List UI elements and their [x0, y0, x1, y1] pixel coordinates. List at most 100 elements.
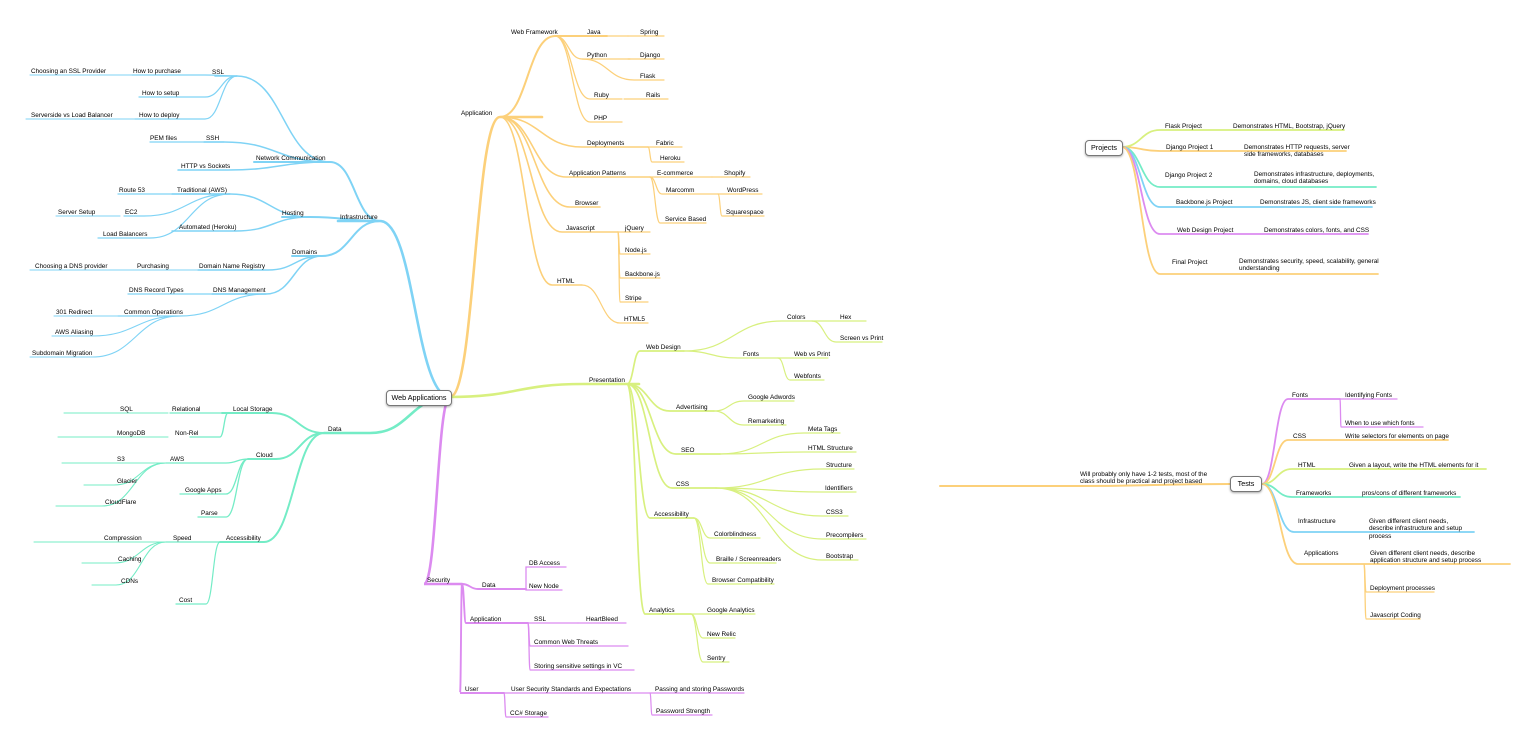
glacier-node[interactable]: Glacier [117, 478, 138, 485]
server-setup-node[interactable]: Server Setup [58, 209, 96, 216]
flask-node[interactable]: Flask [640, 73, 656, 80]
javascript-coding-node[interactable]: Javascript Coding [1370, 612, 1421, 619]
passing-passwords-node[interactable]: Passing and storing Passwords [655, 686, 745, 693]
user-node[interactable]: User [465, 686, 479, 693]
project-name[interactable]: Final Project [1172, 259, 1208, 266]
remarketing-node[interactable]: Remarketing [748, 418, 785, 425]
meta-tags-node[interactable]: Meta Tags [808, 426, 838, 433]
choosing-dns-provider-node[interactable]: Choosing a DNS provider [35, 263, 108, 270]
accessibility-pres-node[interactable]: Accessibility [654, 511, 689, 518]
dns-record-types-node[interactable]: DNS Record Types [129, 287, 184, 294]
presentation-node[interactable]: Presentation [589, 377, 625, 384]
security-node[interactable]: Security [427, 577, 451, 584]
relational-node[interactable]: Relational [172, 406, 201, 413]
stripe-node[interactable]: Stripe [625, 295, 642, 302]
google-adwords-node[interactable]: Google Adwords [748, 394, 795, 401]
how-to-purchase-node[interactable]: How to purchase [133, 68, 181, 75]
cost-node[interactable]: Cost [179, 597, 193, 604]
heroku-node[interactable]: Heroku [660, 155, 681, 162]
project-name[interactable]: Flask Project [1165, 123, 1202, 130]
user-standards-node[interactable]: User Security Standards and Expectations [511, 686, 632, 693]
fonts-node[interactable]: Fonts [743, 351, 759, 358]
tests-node[interactable]: Tests [1230, 476, 1262, 492]
backbonejs-node[interactable]: Backbone.js [625, 271, 660, 278]
bootstrap-node[interactable]: Bootstrap [826, 553, 854, 560]
screen-vs-print-node[interactable]: Screen vs Print [840, 335, 884, 342]
google-analytics-node[interactable]: Google Analytics [707, 607, 755, 614]
css-node[interactable]: CSS [676, 481, 690, 488]
cc-storage-node[interactable]: CC# Storage [510, 710, 547, 717]
caching-node[interactable]: Caching [118, 556, 142, 563]
choosing-ssl-provider-node[interactable]: Choosing an SSL Provider [31, 68, 107, 75]
jquery-node[interactable]: jQuery [625, 225, 644, 232]
cloud-node[interactable]: Cloud [256, 452, 273, 459]
identifiers-node[interactable]: Identifiers [825, 485, 853, 492]
html-structure-node[interactable]: HTML Structure [808, 445, 853, 452]
new-node-node[interactable]: New Node [529, 583, 559, 590]
web-vs-print-node[interactable]: Web vs Print [794, 351, 831, 358]
domains-node[interactable]: Domains [292, 249, 318, 256]
web-framework-node[interactable]: Web Framework [511, 29, 558, 36]
pem-files-node[interactable]: PEM files [150, 135, 177, 142]
infrastructure-node[interactable]: Infrastructure [340, 214, 378, 221]
when-to-use-fonts-node[interactable]: When to use which fonts [1345, 420, 1415, 427]
web-design-node[interactable]: Web Design [646, 344, 681, 351]
sentry-node[interactable]: Sentry [707, 655, 726, 662]
marcomm-node[interactable]: Marcomm [666, 187, 695, 194]
ecommerce-node[interactable]: E-commerce [657, 170, 694, 177]
browser-node[interactable]: Browser [575, 200, 599, 207]
compression-node[interactable]: Compression [104, 535, 142, 542]
spring-node[interactable]: Spring [640, 29, 659, 36]
dns-management-node[interactable]: DNS Management [213, 287, 266, 294]
project-name[interactable]: Django Project 2 [1165, 172, 1213, 179]
automated-heroku-node[interactable]: Automated (Heroku) [179, 224, 237, 231]
analytics-node[interactable]: Analytics [649, 607, 675, 614]
html5-node[interactable]: HTML5 [624, 316, 645, 323]
project-name[interactable]: Web Design Project [1177, 227, 1234, 234]
identifying-fonts-node[interactable]: Identifying Fonts [1345, 392, 1392, 399]
storing-settings-node[interactable]: Storing sensitive settings in VC [534, 663, 623, 670]
accessibility-data-node[interactable]: Accessibility [226, 535, 261, 542]
speed-node[interactable]: Speed [173, 535, 192, 542]
braille-node[interactable]: Braille / Screenreaders [716, 556, 782, 563]
service-based-node[interactable]: Service Based [665, 216, 707, 223]
tests-frameworks-node[interactable]: Frameworks [1296, 490, 1332, 497]
seo-node[interactable]: SEO [681, 447, 695, 454]
parse-node[interactable]: Parse [201, 510, 218, 517]
http-vs-sockets-node[interactable]: HTTP vs Sockets [181, 163, 231, 170]
network-communication-node[interactable]: Network Communication [256, 155, 326, 162]
local-storage-node[interactable]: Local Storage [233, 406, 273, 413]
project-name[interactable]: Django Project 1 [1166, 144, 1214, 151]
projects-node[interactable]: Projects [1085, 140, 1123, 156]
db-access-node[interactable]: DB Access [529, 560, 560, 567]
traditional-aws-node[interactable]: Traditional (AWS) [177, 187, 227, 194]
tests-html-node[interactable]: HTML [1298, 462, 1316, 469]
new-relic-node[interactable]: New Relic [707, 631, 736, 638]
route53-node[interactable]: Route 53 [119, 187, 145, 194]
heartbleed-node[interactable]: HeartBleed [586, 616, 618, 623]
sql-node[interactable]: SQL [120, 406, 133, 413]
shopify-node[interactable]: Shopify [724, 170, 746, 177]
browser-compat-node[interactable]: Browser Compatibility [712, 577, 774, 584]
structure-node[interactable]: Structure [826, 462, 852, 469]
colors-node[interactable]: Colors [787, 314, 806, 321]
serverside-vs-lb-node[interactable]: Serverside vs Load Balancer [31, 112, 113, 119]
precompilers-node[interactable]: Precompilers [826, 532, 864, 539]
advertising-node[interactable]: Advertising [676, 404, 708, 411]
nodejs-node[interactable]: Node.js [625, 247, 647, 254]
java-node[interactable]: Java [587, 29, 601, 36]
password-strength-node[interactable]: Password Strength [656, 708, 710, 715]
squarespace-node[interactable]: Squarespace [726, 209, 764, 216]
aws-node[interactable]: AWS [170, 456, 185, 463]
non-rel-node[interactable]: Non-Rel [175, 430, 199, 437]
css3-node[interactable]: CSS3 [826, 509, 843, 516]
python-node[interactable]: Python [587, 52, 607, 59]
deployments-node[interactable]: Deployments [587, 140, 625, 147]
application-node[interactable]: Application [461, 110, 493, 117]
center-node[interactable]: Web Applications [386, 390, 452, 406]
deployment-processes-node[interactable]: Deployment processes [1370, 585, 1436, 592]
ruby-node[interactable]: Ruby [594, 92, 609, 99]
sec-ssl-node[interactable]: SSL [534, 616, 547, 623]
how-to-deploy-node[interactable]: How to deploy [139, 112, 180, 119]
sec-application-node[interactable]: Application [470, 616, 502, 623]
